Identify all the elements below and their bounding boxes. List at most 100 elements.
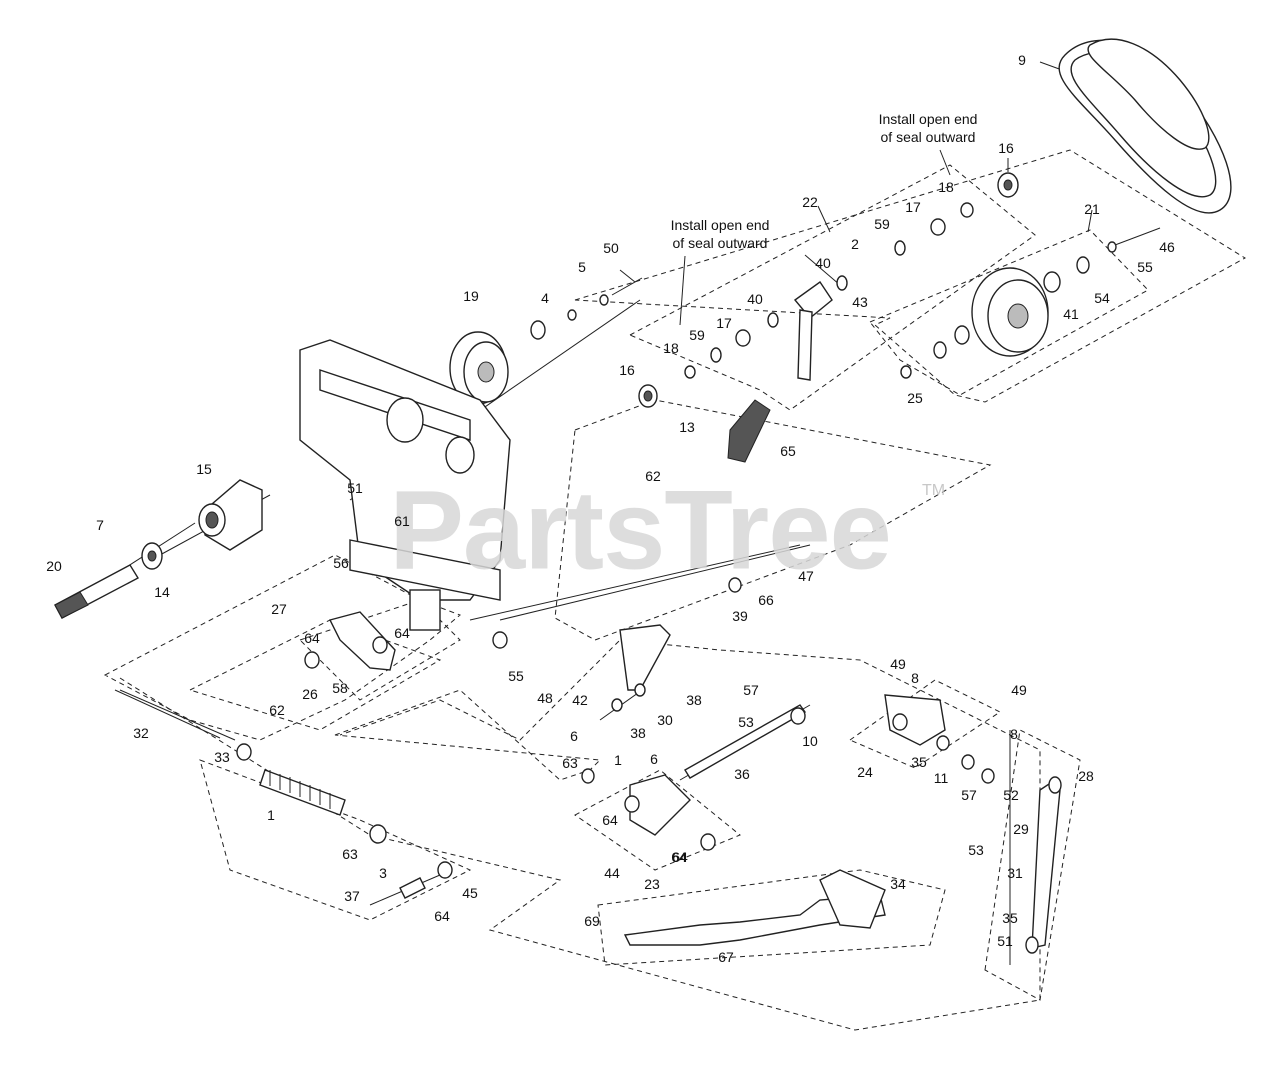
callout-9: 9 [1018,52,1026,68]
callout-61: 61 [394,513,410,529]
callout-36: 36 [734,766,750,782]
callout-51: 51 [347,480,363,496]
callout-35: 35 [911,754,927,770]
callout-44: 44 [604,865,620,881]
callout-3: 3 [379,865,387,881]
callout-40: 40 [747,291,763,307]
callout-66: 66 [758,592,774,608]
callout-25: 25 [907,390,923,406]
callout-55: 55 [1137,259,1153,275]
callout-62: 62 [269,702,285,718]
callout-47: 47 [798,568,814,584]
callout-63: 63 [562,755,578,771]
frame-housing [299,339,511,631]
callout-24: 24 [857,764,873,780]
callout-64: 64 [672,849,688,865]
bearing-stack [530,172,1117,408]
callout-18: 18 [663,340,679,356]
callout-29: 29 [1013,821,1029,837]
callout-26: 26 [302,686,318,702]
callout-14: 14 [154,584,170,600]
callout-17: 17 [905,199,921,215]
callout-38: 38 [630,725,646,741]
callout-62: 62 [645,468,661,484]
callout-1: 1 [614,752,622,768]
callout-63: 63 [342,846,358,862]
callout-31: 31 [1007,865,1023,881]
callout-53: 53 [968,842,984,858]
callout-32: 32 [133,725,149,741]
callout-33: 33 [214,749,230,765]
callout-18: 18 [938,179,954,195]
callout-58: 58 [332,680,348,696]
install-note-lower-line1: Install open end [670,217,770,233]
bearing-housing [198,479,263,551]
callout-64: 64 [434,908,450,924]
callout-69: 69 [584,913,600,929]
callout-11: 11 [933,770,949,786]
callout-57: 57 [961,787,977,803]
callout-10: 10 [802,733,818,749]
callout-16: 16 [619,362,635,378]
callout-8: 8 [911,670,919,686]
callout-22: 22 [802,194,818,210]
install-note-lower-line2: of seal outward [672,235,768,251]
callout-49: 49 [890,656,906,672]
watermark: PartsTree [389,467,892,593]
callout-45: 45 [462,885,478,901]
callout-59: 59 [689,327,705,343]
callout-59: 59 [874,216,890,232]
input-shaft [54,542,163,619]
install-note-upper-line1: Install open end [878,111,978,127]
callout-1: 1 [267,807,275,823]
callout-8: 8 [1010,726,1018,742]
callout-34: 34 [890,876,906,892]
callout-39: 39 [732,608,748,624]
callout-13: 13 [679,419,695,435]
callout-17: 17 [716,315,732,331]
callout-6: 6 [570,728,578,744]
callout-38: 38 [686,692,702,708]
callout-64: 64 [304,630,320,646]
callout-51: 51 [997,933,1013,949]
callout-55: 55 [508,668,524,684]
callout-5: 5 [578,259,586,275]
install-note-upper-line2: of seal outward [880,129,976,145]
callout-64: 64 [602,812,618,828]
callout-4: 4 [541,290,549,306]
callout-23: 23 [644,876,660,892]
callout-49: 49 [1011,682,1027,698]
pulleys [449,267,1049,405]
callout-56: 56 [333,555,349,571]
callout-15: 15 [196,461,212,477]
spring-assembly [119,689,453,899]
callout-54: 54 [1094,290,1110,306]
callout-16: 16 [998,140,1014,156]
callout-42: 42 [572,692,588,708]
callout-19: 19 [463,288,479,304]
callout-52: 52 [1003,787,1019,803]
watermark-trademark: TM [922,482,946,499]
lever-assemblies [304,544,1062,954]
drive-belt [1058,38,1232,214]
install-note-lower: Install open end of seal outward [671,216,770,252]
callout-64: 64 [671,849,687,865]
callout-67: 67 [718,949,734,965]
callout-21: 21 [1084,201,1100,217]
callout-46: 46 [1159,239,1175,255]
callout-7: 7 [96,517,104,533]
callout-48: 48 [537,690,553,706]
callout-20: 20 [46,558,62,574]
install-note-upper: Install open end of seal outward [879,110,978,146]
callout-6: 6 [650,751,658,767]
callout-53: 53 [738,714,754,730]
callout-37: 37 [344,888,360,904]
callout-35: 35 [1002,910,1018,926]
callout-28: 28 [1078,768,1094,784]
callout-41: 41 [1063,306,1079,322]
callout-50: 50 [603,240,619,256]
callout-43: 43 [852,294,868,310]
callout-27: 27 [271,601,287,617]
callout-65: 65 [780,443,796,459]
